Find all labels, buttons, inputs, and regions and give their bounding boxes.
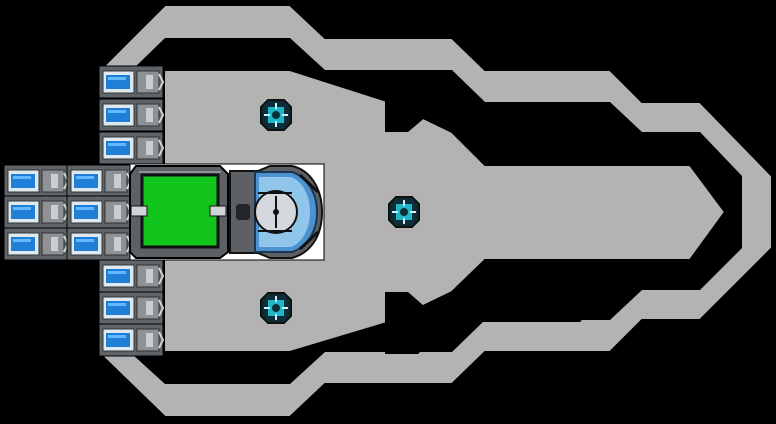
cockpit-dome-icon[interactable] xyxy=(229,165,324,259)
thruster-pod[interactable] xyxy=(66,227,133,261)
thruster-pod[interactable] xyxy=(98,131,165,165)
thruster-pod[interactable] xyxy=(98,323,165,357)
weapon-node-icon[interactable] xyxy=(260,292,292,324)
thruster-pod[interactable] xyxy=(98,291,165,325)
thruster-pod[interactable] xyxy=(66,195,133,229)
thruster-pod[interactable] xyxy=(3,164,70,198)
thruster-pod-array xyxy=(3,65,165,357)
thruster-pod[interactable] xyxy=(66,164,133,198)
thruster-pod[interactable] xyxy=(98,65,165,99)
thruster-pod[interactable] xyxy=(98,259,165,293)
thruster-pod[interactable] xyxy=(3,195,70,229)
central-core xyxy=(129,163,325,261)
weapon-nodes xyxy=(260,99,420,324)
upper-connector-band xyxy=(385,70,610,132)
lower-connector-band xyxy=(385,292,610,354)
thruster-pod[interactable] xyxy=(3,227,70,261)
thruster-pod[interactable] xyxy=(98,98,165,132)
weapon-node-icon[interactable] xyxy=(260,99,292,131)
reactor-core-icon[interactable] xyxy=(129,165,229,259)
weapon-node-icon[interactable] xyxy=(388,196,420,228)
